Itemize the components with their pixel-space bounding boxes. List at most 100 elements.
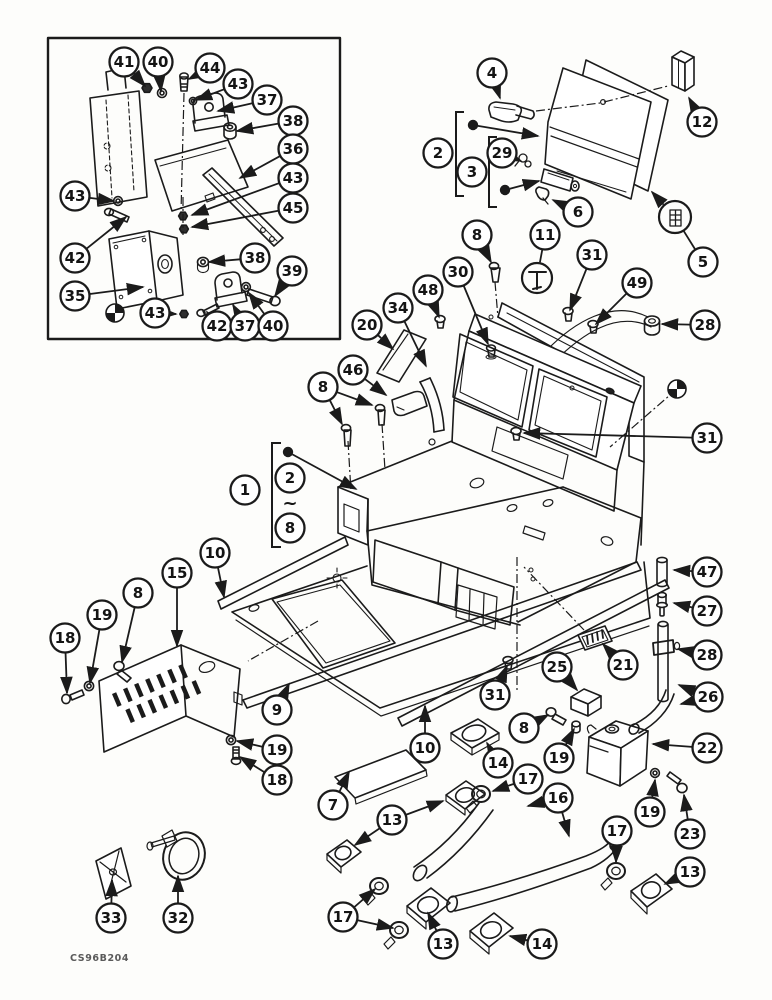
figure-code: CS96B204 [70,953,129,964]
detail-glyph-11 [528,271,547,290]
callout-balloon-2 [274,462,306,494]
callout-balloon-8 [461,219,493,251]
construction-line [609,388,678,448]
leader-line [561,673,579,692]
callout-number-30: 30 [448,263,469,281]
leader-line [119,607,136,664]
callout-number-31: 31 [485,686,506,704]
plate-14-upper [450,718,500,756]
leader-line [187,65,207,80]
callout-balloon-23 [674,818,706,850]
leader-line [328,399,343,426]
callout-number-8: 8 [472,226,482,244]
door-panel [544,67,652,200]
callout-balloon-17 [327,901,359,933]
leader-line [214,567,227,599]
leader-line [551,199,571,213]
inset-border [46,36,342,341]
bolt-8-tank [545,706,567,726]
washer-40-bottom [240,281,252,293]
leader-line [650,190,668,209]
callout-number-40: 40 [148,53,169,71]
leader-line [232,303,247,323]
callout-number-38: 38 [283,112,304,130]
bolt-8-box [113,660,132,683]
callout-number-37: 37 [235,317,256,335]
striker-29 [514,153,532,168]
reference-dot [499,184,511,196]
leader-line [503,148,523,162]
grommet-30 [485,344,497,360]
leader-line [569,268,588,312]
curved-bracket-34 [419,377,445,446]
leader-line [688,96,703,116]
callout-number-31: 31 [697,429,718,447]
bolt-8-pair [340,403,386,447]
bolt-8-console [488,261,501,283]
callout-balloon-31 [691,422,723,454]
callout-number-43: 43 [145,304,166,322]
callout-balloon-8 [508,712,540,744]
callout-number-17: 17 [607,822,628,840]
callout-balloon-1 [229,474,261,506]
callout-number-31: 31 [582,246,603,264]
group-bracket [271,442,281,548]
construction-line [180,92,185,213]
reference-dot [467,119,479,131]
leader-line [477,244,492,264]
callout-balloon-14 [482,747,514,779]
leader-line [646,778,659,798]
callout-number-42: 42 [207,317,228,335]
callout-balloon-47 [691,556,723,588]
callout-number-44: 44 [200,59,221,77]
leader-line [427,299,440,319]
callout-number-49: 49 [627,274,648,292]
callout-number-34: 34 [388,299,409,317]
callout-balloon-49 [621,267,653,299]
callout-number-17: 17 [518,770,539,788]
callout-balloon-18 [49,622,81,654]
connector-line [539,249,544,263]
leader-line [190,182,280,216]
callout-balloon-46 [337,354,369,386]
callout-balloon-13 [427,928,459,960]
callout-balloon-3 [456,156,488,188]
construction-line [603,85,669,103]
leader-line [336,391,374,406]
bolt-42-left [103,207,130,223]
callout-balloon-48 [412,274,444,306]
leader-line [489,80,502,100]
callout-balloon-7 [317,789,349,821]
orientation-mark-wedge [106,313,115,322]
nut-45 [178,224,190,234]
callout-number-35: 35 [65,287,86,305]
leader-line [672,564,693,578]
callout-number-28: 28 [697,646,718,664]
pad-46 [391,390,428,417]
callout-number-8: 8 [285,519,295,537]
callout-number-10: 10 [205,544,226,562]
callout-number-7: 7 [328,796,338,814]
callout-balloon-30 [442,256,474,288]
leader-line [676,646,696,659]
leader-line [526,795,546,808]
orientation-mark-wedge [677,380,686,389]
plate-14-bottom [469,912,514,955]
construction-line [494,281,499,319]
leader-line [336,770,350,792]
callout-balloon-26 [692,681,724,713]
leader-line [89,192,116,206]
detail-glyph-5 [669,209,682,227]
callout-number-6: 6 [573,203,583,221]
tube-column [628,556,681,735]
leader-line [353,887,377,908]
callout-balloon-42 [59,242,91,274]
group-bracket [455,111,464,197]
construction-line [381,423,386,471]
deck-and-frame [337,440,645,630]
leader-line [594,292,628,326]
construction-line [347,440,352,493]
callout-number-43: 43 [283,169,304,187]
callout-balloon-33 [95,902,127,934]
